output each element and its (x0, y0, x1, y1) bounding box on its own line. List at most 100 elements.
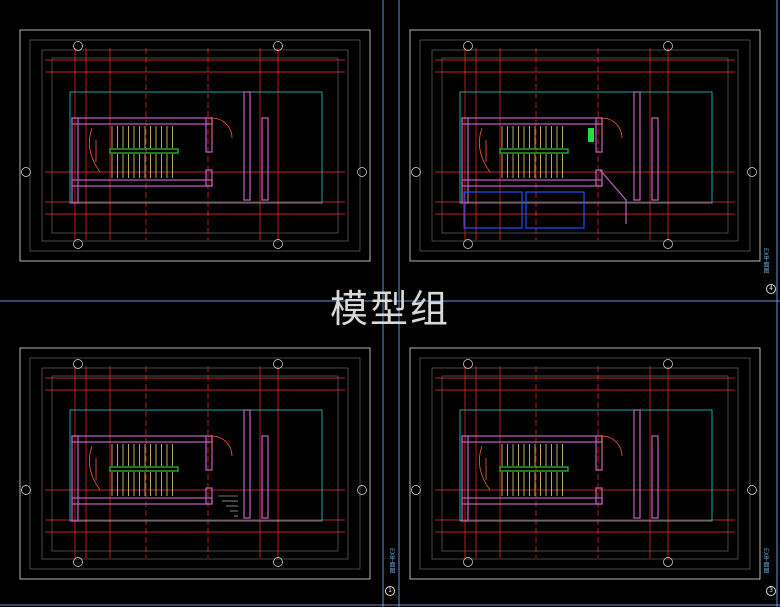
stair-landing-arc (478, 127, 491, 173)
wall-segment (261, 117, 269, 201)
wall-segment (461, 117, 469, 204)
offset-outline (441, 57, 729, 234)
sheet-frame (19, 347, 371, 580)
door-swing (211, 435, 233, 457)
offset-outline (51, 375, 339, 552)
axis-bubble (273, 359, 283, 369)
axis-bubble (663, 239, 673, 249)
sheet-label-top-right: EX平面图 (762, 248, 769, 274)
panel-top-left (19, 29, 371, 262)
wall-segment (205, 169, 213, 187)
watermark-text: 模型组 (330, 287, 451, 331)
offset-outline (441, 375, 729, 552)
sheet-frame (19, 29, 371, 262)
axis-bubble (21, 167, 31, 177)
axis-bubble (663, 557, 673, 567)
floor-outline (459, 409, 713, 522)
wall-segment (633, 91, 641, 201)
axis-bubble (273, 41, 283, 51)
elevator-car (525, 191, 585, 229)
wall-segment (205, 435, 213, 471)
offset-outline (419, 39, 751, 252)
wall-segment (71, 117, 79, 204)
wall-segment (71, 117, 213, 125)
wall-segment (595, 117, 603, 153)
sheet-number-bottom-left: 1 (385, 586, 395, 596)
stair-handrail (499, 148, 569, 154)
floor-outline (69, 409, 323, 522)
stair-handrail (109, 148, 179, 154)
axis-bubble (663, 359, 673, 369)
floor-outline (69, 91, 323, 204)
wall-segment (461, 179, 603, 187)
floor-outline (459, 91, 713, 204)
axis-bubble (73, 239, 83, 249)
axis-bubble (411, 167, 421, 177)
stair-wall-diagonal (599, 169, 627, 224)
axis-bubble (73, 41, 83, 51)
offset-outline (431, 49, 739, 242)
wall-segment (595, 435, 603, 471)
panel-bottom-left (19, 347, 371, 580)
sheet-number-bottom-right: 3 (766, 586, 776, 596)
offset-outline (51, 57, 339, 234)
wall-segment (633, 409, 641, 519)
wall-segment (71, 435, 213, 443)
sheet-label-bottom-left: EX平面图 (388, 548, 395, 574)
wall-segment (595, 487, 603, 505)
wall-segment (461, 435, 603, 443)
wall-segment (71, 435, 79, 522)
stair-handrail (109, 466, 179, 472)
offset-outline (41, 367, 349, 560)
axis-bubble (463, 359, 473, 369)
sheet-label-bottom-right: EX平面图 (762, 548, 769, 574)
wall-segment (651, 117, 659, 201)
axis-bubble (463, 557, 473, 567)
door-swing (601, 435, 623, 457)
stair-handrail (499, 466, 569, 472)
wall-segment (461, 497, 603, 505)
offset-outline (41, 49, 349, 242)
door-swing (601, 117, 623, 139)
axis-bubble (273, 557, 283, 567)
green-marker (588, 128, 594, 142)
door-swing (211, 117, 233, 139)
axis-bubble (747, 167, 757, 177)
wall-segment (71, 179, 213, 187)
offset-outline (29, 357, 361, 570)
wall-segment (243, 91, 251, 201)
axis-bubble (357, 167, 367, 177)
axis-bubble (273, 239, 283, 249)
panel-top-right (409, 29, 761, 262)
wall-segment (205, 117, 213, 153)
axis-bubble (463, 239, 473, 249)
sheet-number-top-right: 4 (766, 284, 776, 294)
wall-segment (461, 435, 469, 522)
stair-landing-arc (88, 127, 101, 173)
axis-bubble (357, 485, 367, 495)
axis-bubble (73, 359, 83, 369)
offset-outline (419, 357, 751, 570)
panel-bottom-right (409, 347, 761, 580)
wall-segment (651, 435, 659, 519)
wall-segment (595, 169, 603, 187)
sheet-frame (409, 29, 761, 262)
axis-bubble (411, 485, 421, 495)
wall-segment (261, 435, 269, 519)
offset-outline (431, 367, 739, 560)
axis-bubble (463, 41, 473, 51)
stair-landing-arc (88, 445, 101, 491)
wall-segment (205, 487, 213, 505)
elevator-car (463, 191, 523, 229)
axis-bubble (663, 41, 673, 51)
wall-segment (71, 497, 213, 505)
wall-segment (461, 117, 603, 125)
axis-bubble (747, 485, 757, 495)
axis-bubble (21, 485, 31, 495)
wall-segment (243, 409, 251, 519)
axis-bubble (73, 557, 83, 567)
sheet-frame (409, 347, 761, 580)
stair-landing-arc (478, 445, 491, 491)
